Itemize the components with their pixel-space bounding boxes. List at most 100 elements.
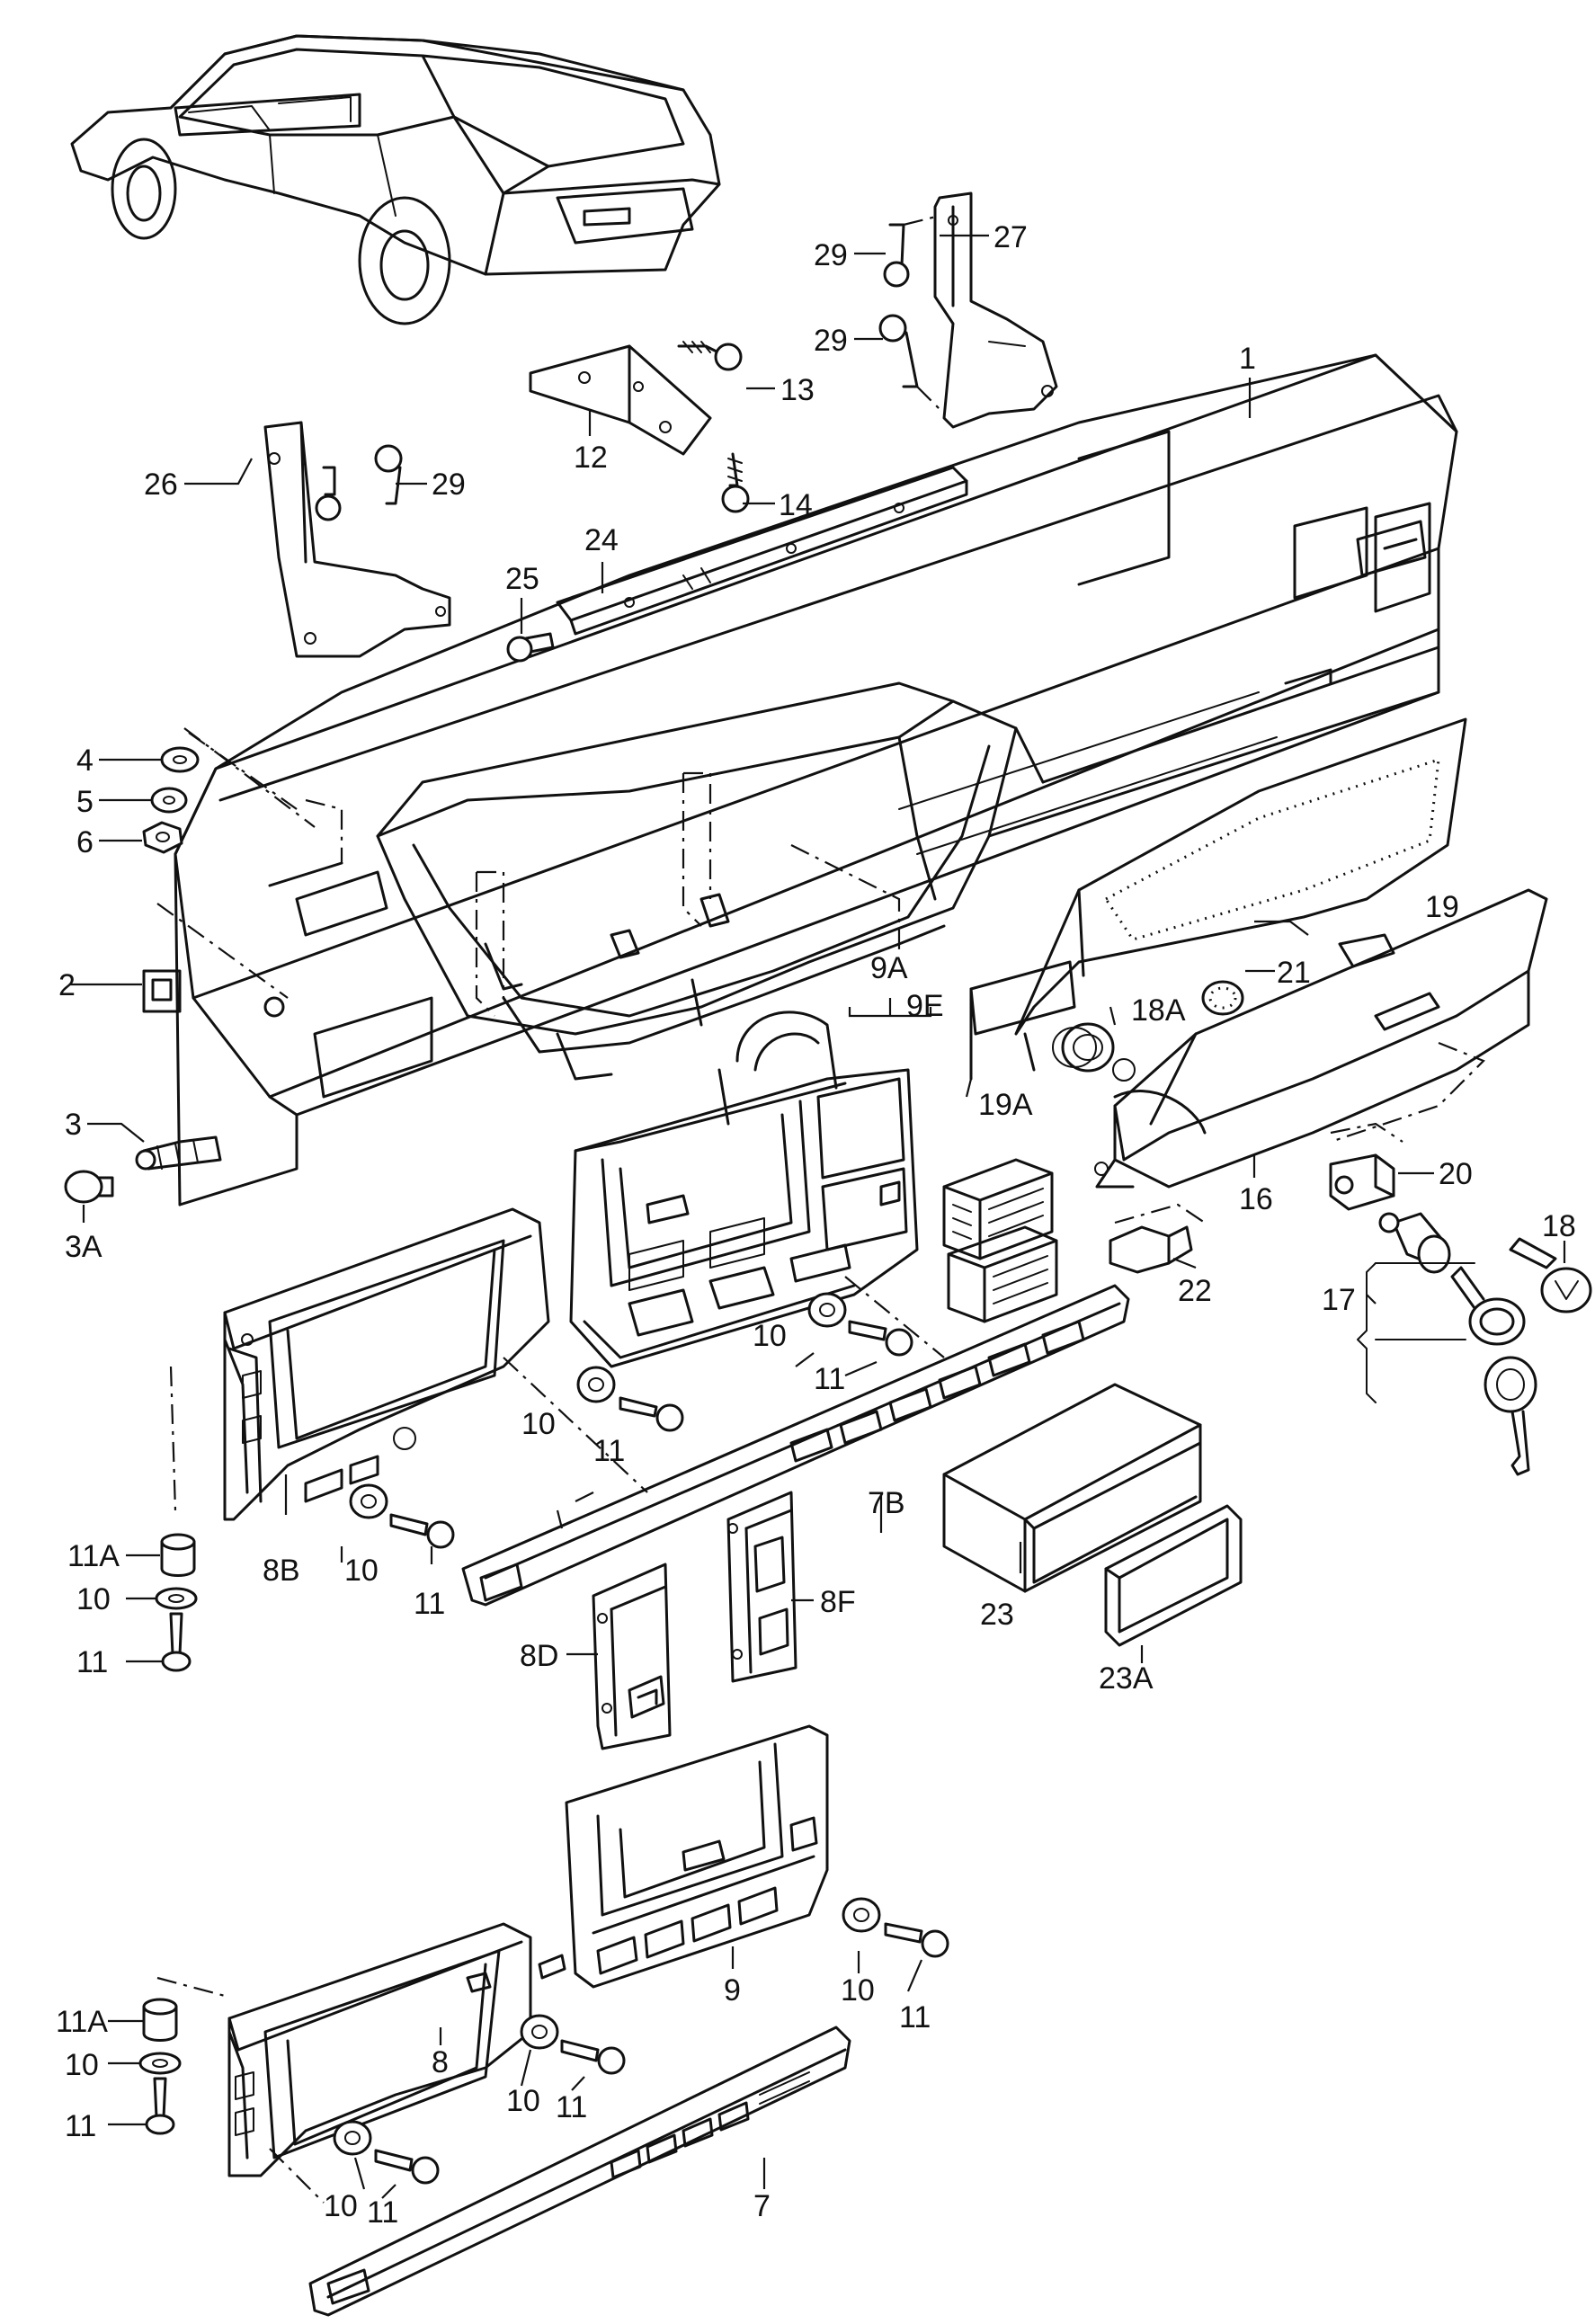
washer-10-h: [138, 2052, 182, 2075]
cluster-housing-8b: [169, 1207, 648, 1521]
trim-strip-7b: [461, 1276, 1130, 1607]
fastener-3: [135, 1135, 222, 1171]
screw-11-a: [619, 1396, 684, 1432]
label-10-d: 10: [76, 1582, 111, 1616]
cluster-housing-9a: [569, 1011, 919, 1368]
label-8d: 8D: [520, 1639, 558, 1673]
label-10-h: 10: [65, 2048, 99, 2082]
screw-11-g: [374, 2149, 440, 2185]
label-8f: 8F: [820, 1585, 856, 1619]
washers-4-5-6: [142, 732, 298, 854]
pocket-23: [942, 1383, 1202, 1593]
bush-18a: [1052, 1022, 1115, 1073]
trim-strip-7: [308, 2026, 851, 2317]
label-12: 12: [574, 441, 608, 475]
label-9a: 9A: [870, 951, 908, 985]
washer-10-e: [842, 1897, 881, 1933]
callout-labels: 1 27 29 29 13 14 12 26 29 24 25 4 5 6 2 …: [56, 220, 1576, 2230]
label-3a: 3A: [65, 1230, 102, 1264]
washer-10-d: [155, 1587, 198, 1610]
label-11-e: 11: [899, 2000, 931, 2035]
label-5: 5: [76, 785, 94, 819]
lock-20: [1329, 1122, 1403, 1211]
label-11-d: 11: [76, 1645, 108, 1679]
label-11-b: 11: [814, 1362, 845, 1396]
dashboard-panel: [156, 353, 1458, 1207]
label-26: 26: [144, 467, 178, 502]
label-19a: 19A: [978, 1088, 1033, 1122]
bracket-26: [263, 421, 451, 658]
label-29-top-a: 29: [814, 238, 848, 272]
label-23a: 23A: [1099, 1661, 1154, 1696]
label-24: 24: [584, 523, 619, 557]
label-11a-upper: 11A: [67, 1539, 120, 1573]
label-6: 6: [76, 825, 94, 859]
bumper-21: [1201, 980, 1244, 1016]
screw-13: [677, 341, 743, 371]
leader-lines: [70, 234, 1566, 2199]
label-20: 20: [1439, 1157, 1473, 1191]
screw-14: [721, 452, 750, 513]
label-10-a: 10: [521, 1407, 556, 1441]
car-illustration: [70, 34, 721, 325]
label-2: 2: [58, 968, 76, 1002]
key-17b: [1484, 1356, 1537, 1476]
screw-25: [506, 632, 555, 663]
bracket-17: [1357, 1262, 1475, 1403]
label-9e: 9E: [906, 989, 944, 1023]
screw-11-d: [161, 1612, 192, 1672]
frame-23a: [1104, 1504, 1243, 1647]
washer-10-b: [807, 1292, 847, 1328]
screws-29-top: [878, 214, 945, 414]
cover-8f: [726, 1491, 798, 1683]
label-8b: 8B: [263, 1554, 300, 1588]
label-14: 14: [779, 488, 813, 522]
label-29-top-b: 29: [814, 324, 848, 358]
screw-11-h: [145, 2077, 175, 2135]
label-9: 9: [724, 1973, 741, 2008]
label-11a-lower: 11A: [56, 2005, 108, 2039]
bracket-12: [529, 344, 712, 456]
label-10-g: 10: [324, 2189, 358, 2223]
vent-9e-upper: [942, 1158, 1054, 1260]
label-7b: 7B: [868, 1486, 905, 1520]
screw-11-e: [884, 1922, 949, 1958]
label-21: 21: [1277, 956, 1311, 990]
label-10-f: 10: [506, 2084, 540, 2118]
label-11-h: 11: [65, 2109, 96, 2143]
label-10-e: 10: [841, 1973, 875, 2008]
cluster-housing-8: [156, 1922, 532, 2204]
label-25: 25: [505, 562, 539, 596]
cluster-housing-9: [538, 1724, 829, 1989]
screws-29-left: [315, 444, 403, 521]
label-11-c: 11: [414, 1587, 445, 1621]
label-22: 22: [1178, 1274, 1212, 1308]
glovebox-16: [1094, 888, 1548, 1189]
label-29-left: 29: [432, 467, 466, 502]
label-11-f: 11: [556, 2090, 587, 2124]
glovebox-lid: [969, 717, 1467, 1081]
cap-11a-lower: [142, 1998, 178, 2042]
label-10-c: 10: [344, 1554, 379, 1588]
screw-11-f: [560, 2039, 626, 2075]
label-13: 13: [780, 373, 815, 407]
label-18a: 18A: [1131, 993, 1186, 1028]
cover-8d: [592, 1563, 672, 1750]
washer-10-g: [333, 2120, 372, 2156]
label-4: 4: [76, 744, 94, 778]
label-1: 1: [1239, 342, 1256, 376]
label-11-g: 11: [367, 2195, 398, 2230]
label-3: 3: [65, 1108, 82, 1142]
screw-11-b: [848, 1320, 913, 1357]
strip-24: [556, 466, 968, 636]
label-7: 7: [753, 2189, 771, 2223]
label-18: 18: [1542, 1209, 1576, 1243]
label-23: 23: [980, 1598, 1014, 1632]
washer-10-a: [576, 1366, 616, 1403]
label-17: 17: [1322, 1283, 1356, 1317]
label-16: 16: [1239, 1182, 1273, 1216]
cap-3a: [64, 1170, 114, 1204]
bracket-27: [933, 191, 1058, 429]
